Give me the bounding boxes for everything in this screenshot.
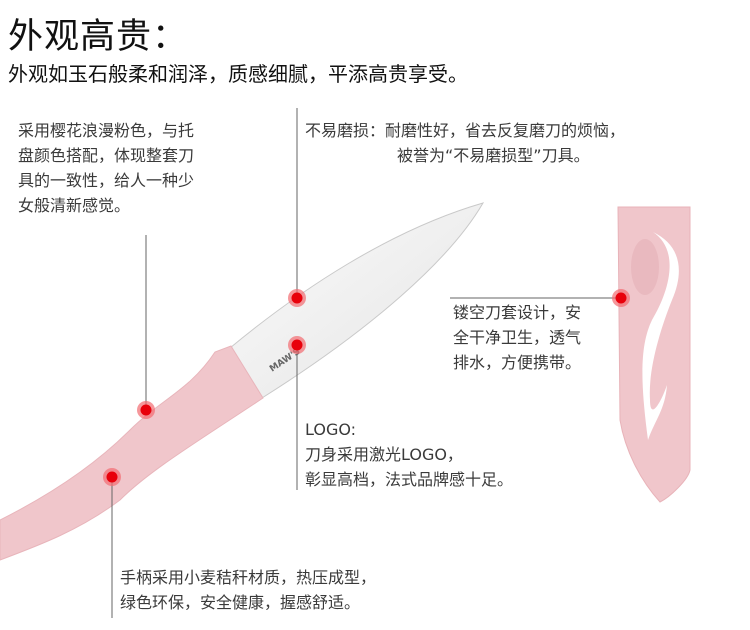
callout-line: 刀身采用激光LOGO， [305,445,463,464]
callout-line: LOGO: [305,420,357,439]
marker-sheath [612,289,630,307]
callout-line: 具的一致性，给人一种少 [18,171,195,190]
callout-line: 采用樱花浪漫粉色，与托 [18,121,195,140]
knife-blade [229,202,485,399]
callout-line: 彰显高档，法式品牌感十足。 [305,470,514,489]
sheath-vent-cutout [642,232,679,440]
callout-line: 排水，方便携带。 [453,353,582,372]
callout-label: 不易磨损： [305,121,386,140]
marker-color [137,401,155,419]
callout-line: 全干净卫生，透气 [453,328,582,347]
callout-handle: 手柄采用小麦秸秆材质，热压成型， 绿色环保，安全健康，握感舒适。 [120,565,376,615]
sheath-thumb-recess [631,239,659,295]
callout-wear: 不易磨损：耐磨性好，省去反复磨刀的烦恼， 被誉为“不易磨损型”刀具。 [305,118,625,168]
marker-logo [288,336,306,354]
callout-logo: LOGO: 刀身采用激光LOGO， 彰显高档，法式品牌感十足。 [305,417,513,492]
callout-line: 女般清新感觉。 [18,196,131,215]
callout-line: 手柄采用小麦秸秆材质，热压成型， [120,568,377,587]
page-title: 外观高贵： [8,17,189,57]
callout-line: 镂空刀套设计，安 [453,303,582,322]
callout-color: 采用樱花浪漫粉色，与托 盘颜色搭配，体现整套刀 具的一致性，给人一种少 女般清新… [18,118,194,218]
marker-wear [288,289,306,307]
page-subtitle: 外观如玉石般柔和润泽，质感细腻，平添高贵享受。 [8,62,468,86]
callout-line: 绿色环保，安全健康，握感舒适。 [120,593,361,612]
callout-line: 盘颜色搭配，体现整套刀 [18,146,195,165]
callout-sheath: 镂空刀套设计，安 全干净卫生，透气 排水，方便携带。 [453,300,581,375]
callout-line: 被誉为“不易磨损型”刀具。 [397,146,590,165]
knife-handle [0,345,264,561]
marker-handle [103,468,121,486]
leader-lines [111,108,621,618]
callout-line: 耐磨性好，省去反复磨刀的烦恼， [385,121,626,140]
